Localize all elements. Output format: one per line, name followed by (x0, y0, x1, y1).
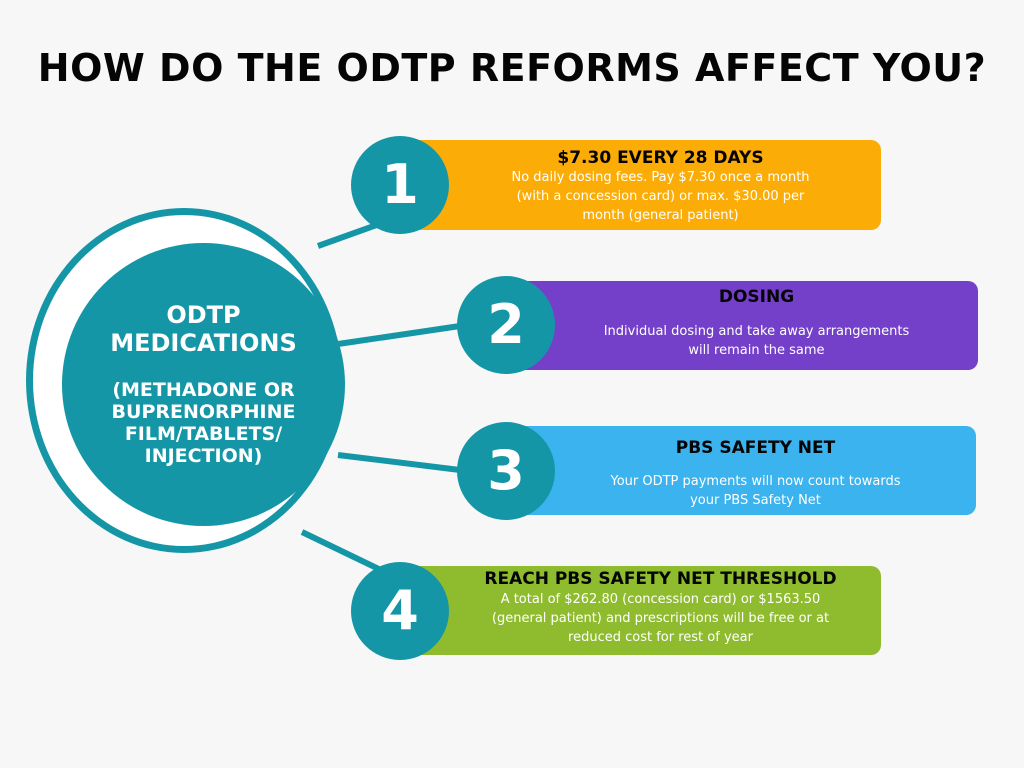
item-4-body-line-1: A total of $262.80 (concession card) or … (500, 592, 821, 607)
item-heading-2: DOSING (718, 287, 795, 307)
item-body-2: Individual dosing and take away arrangem… (535, 322, 978, 360)
infographic-title: HOW DO THE ODTP REFORMS AFFECT YOU? (37, 46, 987, 90)
item-number-3: 3 (457, 422, 555, 520)
connector-line-4 (300, 529, 387, 575)
item-1-body-line-3: month (general patient) (582, 208, 739, 223)
center-title-line-1: ODTP (166, 301, 241, 329)
item-3-body-line-1: Your ODTP payments will now count toward… (610, 474, 901, 489)
item-body-4: A total of $262.80 (concession card) or … (440, 590, 881, 647)
center-sub-line-4: INJECTION) (144, 445, 263, 467)
center-subtitle: (METHADONE OR BUPRENORPHINE FILM/TABLETS… (62, 379, 345, 467)
item-heading-1: $7.30 EVERY 28 DAYS (557, 148, 764, 168)
item-4-body-line-3: reduced cost for rest of year (568, 630, 753, 645)
item-2-body-line-1: Individual dosing and take away arrangem… (603, 324, 910, 339)
item-number-2: 2 (457, 276, 555, 374)
item-card-3: PBS SAFETY NET Your ODTP payments will n… (505, 426, 976, 515)
center-sub-line-1: (METHADONE OR (112, 379, 295, 401)
item-number-4: 4 (351, 562, 449, 660)
connector-line-3 (337, 452, 461, 473)
center-sub-line-3: FILM/TABLETS/ (124, 423, 283, 445)
item-1-body-line-2: (with a concession card) or max. $30.00 … (516, 189, 805, 204)
item-4-body-line-2: (general patient) and prescriptions will… (491, 611, 830, 626)
center-title-line-2: MEDICATIONS (110, 329, 297, 357)
item-2-body-line-2: will remain the same (688, 343, 825, 358)
item-heading-3: PBS SAFETY NET (675, 438, 836, 458)
item-card-1: $7.30 EVERY 28 DAYS No daily dosing fees… (400, 140, 881, 230)
center-sub-line-2: BUPRENORPHINE (111, 401, 296, 423)
item-body-1: No daily dosing fees. Pay $7.30 once a m… (440, 168, 881, 225)
item-3-body-line-2: your PBS Safety Net (690, 493, 821, 508)
item-heading-4: REACH PBS SAFETY NET THRESHOLD (484, 569, 837, 589)
item-card-2: DOSING Individual dosing and take away a… (505, 281, 978, 370)
item-number-1: 1 (351, 136, 449, 234)
item-1-body-line-1: No daily dosing fees. Pay $7.30 once a m… (511, 170, 810, 185)
center-circle: ODTP MEDICATIONS (METHADONE OR BUPRENORP… (62, 243, 345, 526)
item-card-4: REACH PBS SAFETY NET THRESHOLD A total o… (400, 566, 881, 655)
item-body-3: Your ODTP payments will now count toward… (535, 472, 976, 510)
connector-line-2 (337, 323, 461, 347)
